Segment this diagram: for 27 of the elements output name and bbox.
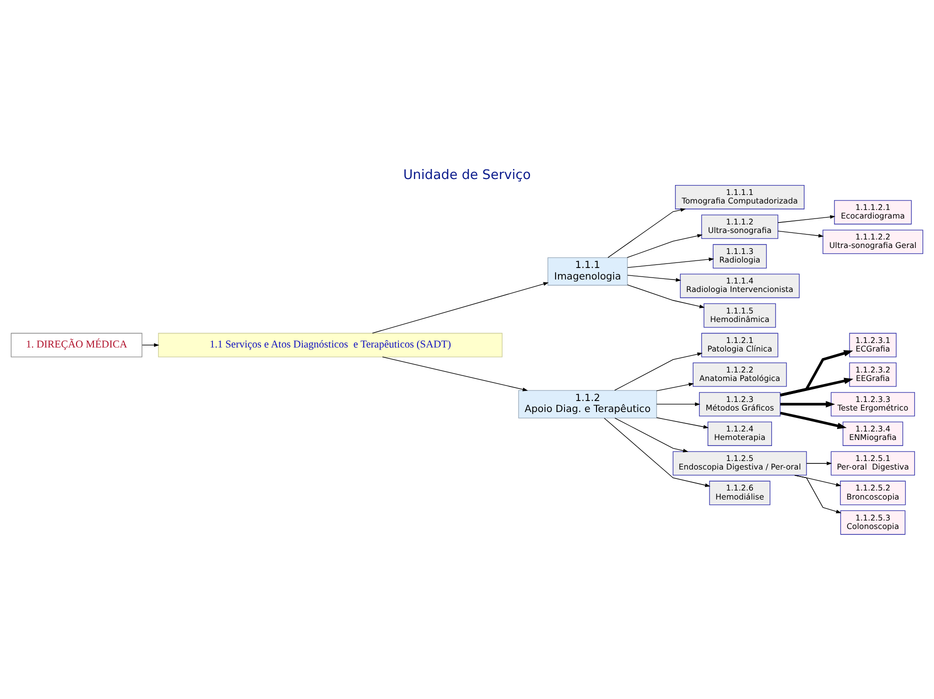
arrow [627, 284, 705, 308]
node-box: 1.1.2 Apoio Diag. e Terapêutico [518, 390, 657, 418]
arrow [780, 377, 854, 396]
arrow [614, 417, 688, 452]
arrow [627, 257, 714, 268]
arrow [794, 474, 842, 513]
arrow [382, 356, 528, 391]
arrow [656, 382, 694, 391]
diagram-title: Unidade de Serviço [403, 167, 531, 182]
arrow [656, 402, 700, 406]
arrow [780, 411, 847, 429]
arrow [780, 350, 854, 396]
arrow [656, 416, 709, 428]
arrow [372, 282, 549, 333]
arrow [608, 208, 686, 258]
arrow [626, 234, 703, 258]
arrow [778, 214, 836, 222]
node-box: 1.1.1 Imagenologia [548, 256, 628, 286]
arrow [780, 400, 836, 407]
arrow [604, 417, 710, 486]
arrow [627, 274, 682, 282]
arrow [806, 461, 832, 465]
arrow [778, 230, 824, 238]
node-box: 1.1 Serviços e Atos Diagnósticos e Terapêuticos (SADT) [158, 332, 502, 357]
arrow [142, 342, 160, 346]
node-box: 1. DIREÇÃO MÉDICA [10, 332, 142, 357]
arrow [614, 352, 703, 390]
